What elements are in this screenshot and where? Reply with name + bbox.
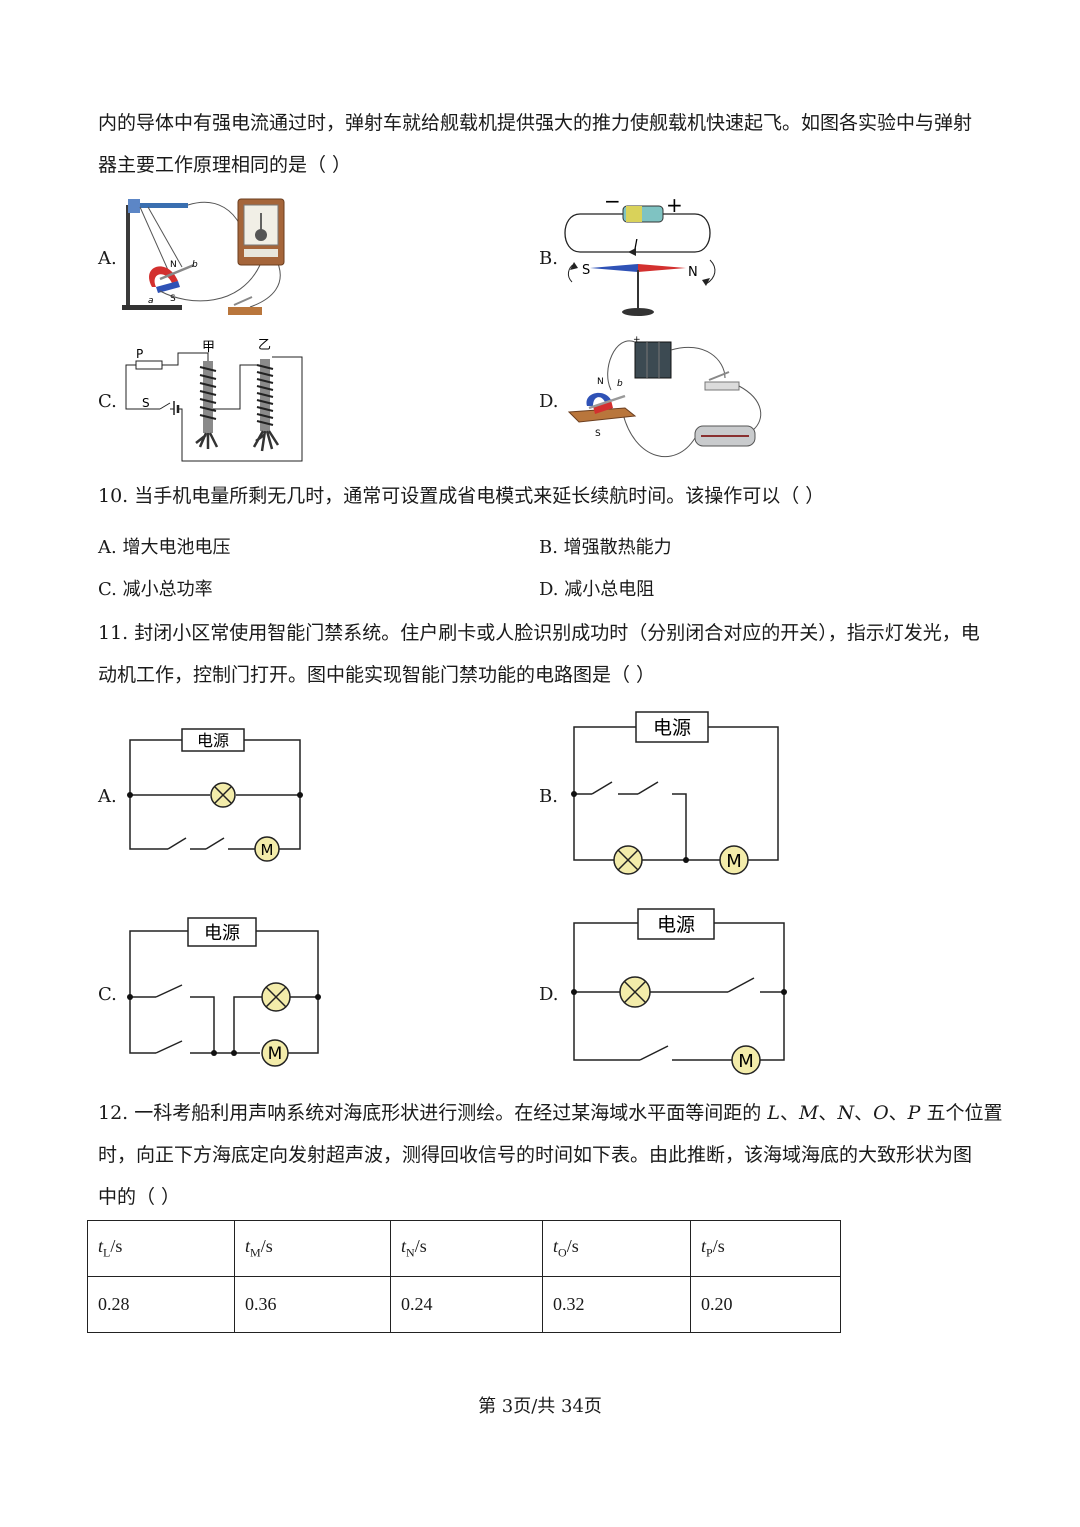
q9-option-c-label: C.: [98, 391, 117, 412]
q11d-motor-label: M: [738, 1051, 754, 1072]
table-cell: 0.28: [87, 1276, 235, 1333]
q11b-motor-label: M: [726, 851, 742, 872]
q9a-label-n: N: [170, 260, 177, 270]
q9-option-b-label: B.: [539, 248, 558, 269]
q12-stem-line2: 时，向正下方海底定向发射超声波，测得回收信号的时间如下表。由此推断，该海域海底的…: [98, 1144, 973, 1166]
q9-fig-c-electromagnets: 甲 乙 P S: [125, 338, 303, 462]
q9-option-a-label: A.: [98, 248, 117, 269]
q12-pos-p: P: [907, 1102, 921, 1124]
q9d-label-s: S: [595, 429, 601, 439]
q9-option-d-label: D.: [539, 391, 559, 412]
q11-option-d-label: D.: [539, 984, 559, 1005]
q9-fig-b-oersted: − + I S N: [564, 189, 716, 316]
q10-option-a: A. 增大电池电压: [98, 537, 231, 558]
q9a-label-b: b: [192, 260, 198, 270]
q11d-power-label: 电源: [657, 914, 695, 936]
q12-pos-o: O: [873, 1102, 889, 1124]
q10-stem: 10. 当手机电量所剩无几时，通常可设置成省电模式来延长续航时间。该操作可以（ …: [98, 485, 825, 507]
page-footer: 第 3页/共 34页: [478, 1396, 602, 1417]
q9b-label-plus: +: [666, 193, 683, 217]
q9b-label-i: I: [634, 238, 638, 253]
q12-stem-line3: 中的（ ）: [98, 1186, 181, 1208]
q10-option-c: C. 减小总功率: [98, 579, 213, 600]
q9d-label-n: N: [597, 377, 604, 387]
q9c-label-s: S: [142, 396, 150, 410]
q9c-label-jia: 甲: [202, 340, 215, 355]
q9-fig-a-induction-apparatus: N b a S: [122, 198, 285, 315]
q9d-label-b: b: [617, 379, 623, 389]
table-header-cell: tO/s: [542, 1220, 691, 1277]
q9d-label-plus: +: [633, 335, 641, 345]
q12-pos-n: N: [837, 1102, 855, 1124]
table-row: 0.28 0.36 0.24 0.32 0.20: [87, 1276, 841, 1333]
table-header-cell: tL/s: [87, 1220, 235, 1277]
q9a-label-a: a: [148, 296, 154, 306]
q11c-motor-label: M: [268, 1044, 283, 1064]
q9-stem-line1: 内的导体中有强电流通过时，弹射车就给舰载机提供强大的推力使舰载机快速起飞。如图各…: [98, 112, 973, 134]
q11-circuit-c: 电源 M: [127, 917, 321, 1067]
q11-stem-line1: 11. 封闭小区常使用智能门禁系统。住户刷卡或人脸识别成功时（分别闭合对应的开关…: [98, 622, 980, 644]
table-cell: 0.36: [234, 1276, 391, 1333]
q9b-label-minus: −: [604, 189, 621, 213]
q10-option-b: B. 增强散热能力: [539, 537, 672, 558]
q9c-label-p: P: [136, 347, 143, 361]
q9-stem-line2: 器主要工作原理相同的是（ ）: [98, 154, 352, 176]
q11-option-b-label: B.: [539, 786, 558, 807]
table-cell: 0.24: [390, 1276, 543, 1333]
table-header-row: tL/s tM/s tN/s tO/s tP/s: [87, 1220, 841, 1277]
table-header-cell: tM/s: [234, 1220, 391, 1277]
q9-fig-d-motor-effect: + N b S: [567, 335, 762, 458]
q11a-motor-label: M: [261, 841, 274, 859]
q11-stem-line2: 动机工作，控制门打开。图中能实现智能门禁功能的电路图是（ ）: [98, 664, 656, 686]
table-cell: 0.20: [690, 1276, 841, 1333]
q11-circuit-d: 电源 M: [571, 908, 787, 1075]
q11-circuit-a: 电源 M: [127, 728, 303, 862]
q11b-power-label: 电源: [653, 717, 691, 739]
q9b-label-s: S: [582, 263, 590, 278]
q11a-power-label: 电源: [197, 731, 229, 750]
q11c-power-label: 电源: [204, 923, 240, 944]
q9b-label-n: N: [688, 265, 698, 280]
q10-option-d: D. 减小总电阻: [539, 579, 655, 600]
q12-pos-m: M: [798, 1102, 819, 1124]
table-cell: 0.32: [542, 1276, 691, 1333]
q12-echo-time-table: tL/s tM/s tN/s tO/s tP/s 0.28 0.36 0.24 …: [87, 1220, 841, 1333]
q9a-label-s: S: [170, 294, 176, 304]
table-header-cell: tN/s: [390, 1220, 543, 1277]
q11-option-a-label: A.: [98, 786, 117, 807]
q9c-label-yi: 乙: [258, 338, 271, 353]
q12-stem-line1: 12. 一科考船利用声呐系统对海底形状进行测绘。在经过某海域水平面等间距的 L、…: [98, 1102, 1003, 1124]
table-header-cell: tP/s: [690, 1220, 841, 1277]
q11-circuit-b: 电源 M: [571, 711, 779, 875]
q11-option-c-label: C.: [98, 984, 117, 1005]
q12-pos-l: L: [767, 1102, 780, 1124]
